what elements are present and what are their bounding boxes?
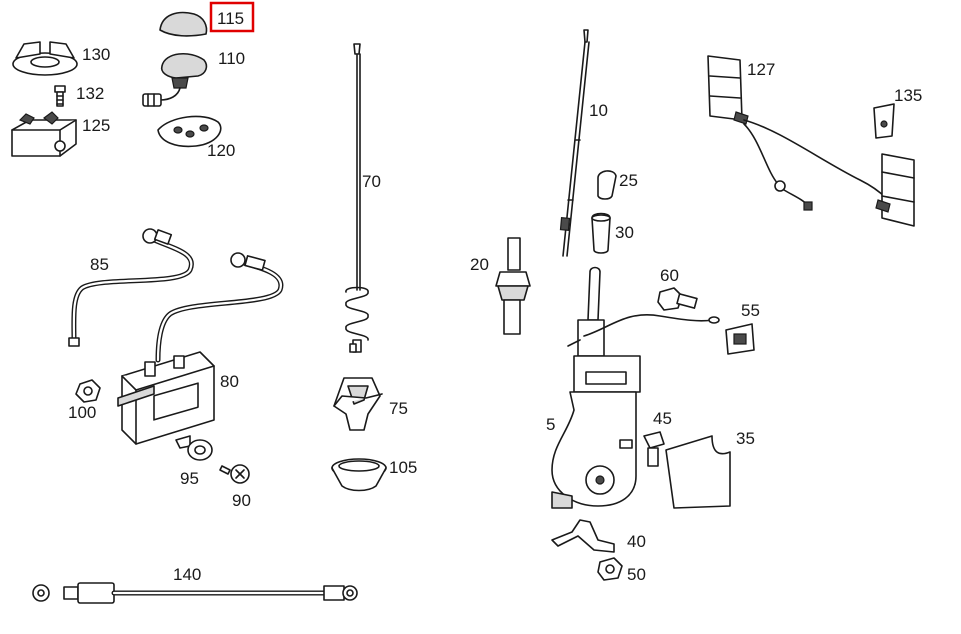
label-105: 105 — [389, 458, 417, 477]
part-55-clip[interactable] — [725, 323, 755, 355]
label-50: 50 — [627, 565, 646, 584]
label-110: 110 — [218, 49, 245, 68]
highlight-box — [209, 1, 255, 33]
label-90: 90 — [232, 491, 251, 510]
part-40-bracket[interactable] — [551, 519, 615, 553]
label-5: 5 — [546, 415, 555, 434]
part-125-bracket[interactable] — [11, 111, 77, 157]
part-20-mast-nut[interactable] — [495, 237, 531, 335]
label-132: 132 — [76, 84, 104, 103]
label-127: 127 — [747, 60, 775, 79]
label-30: 30 — [615, 223, 634, 242]
part-60-bolt[interactable] — [657, 287, 698, 311]
label-25: 25 — [619, 171, 638, 190]
label-45: 45 — [653, 409, 672, 428]
label-55: 55 — [741, 301, 760, 320]
part-140-extension-cable[interactable] — [32, 582, 358, 604]
part-120-gasket[interactable] — [157, 115, 222, 148]
label-120: 120 — [207, 141, 235, 160]
label-35: 35 — [736, 429, 755, 448]
label-60: 60 — [660, 266, 679, 285]
part-70-whip-antenna[interactable] — [345, 43, 369, 353]
label-75: 75 — [389, 399, 408, 418]
part-115-antenna-cap[interactable] — [159, 11, 208, 37]
part-100-nut[interactable] — [75, 379, 101, 403]
part-105-rubber-seal[interactable] — [331, 458, 387, 492]
part-45-bolt[interactable] — [643, 431, 665, 467]
part-95-washer[interactable] — [187, 439, 213, 461]
part-132-screw[interactable] — [54, 85, 66, 107]
part-10-mast[interactable] — [559, 29, 590, 257]
label-140: 140 — [173, 565, 201, 584]
part-135-window-antenna-right[interactable] — [873, 103, 915, 227]
part-30-sleeve[interactable] — [591, 212, 611, 254]
label-100: 100 — [68, 403, 96, 422]
label-20: 20 — [470, 255, 489, 274]
part-110-antenna-base[interactable] — [142, 53, 208, 107]
part-50-nut[interactable] — [597, 557, 623, 581]
part-75-mount[interactable] — [333, 377, 383, 431]
part-90-screw[interactable] — [219, 464, 250, 484]
part-25-guide[interactable] — [597, 170, 617, 200]
part-35-pad[interactable] — [665, 435, 731, 509]
part-80-amplifier-module[interactable] — [117, 351, 215, 449]
label-115: 115 — [217, 9, 244, 28]
part-130-clip[interactable] — [12, 41, 78, 76]
part-127-window-antenna[interactable] — [707, 55, 887, 211]
part-5-antenna-motor[interactable] — [551, 266, 720, 509]
part-85-cable[interactable] — [68, 228, 284, 363]
label-95: 95 — [180, 469, 199, 488]
label-135: 135 — [894, 86, 922, 105]
label-40: 40 — [627, 532, 646, 551]
label-10: 10 — [589, 101, 608, 120]
label-70: 70 — [362, 172, 381, 191]
label-125: 125 — [82, 116, 110, 135]
label-80: 80 — [220, 372, 239, 391]
label-85: 85 — [90, 255, 109, 274]
label-130: 130 — [82, 45, 110, 64]
